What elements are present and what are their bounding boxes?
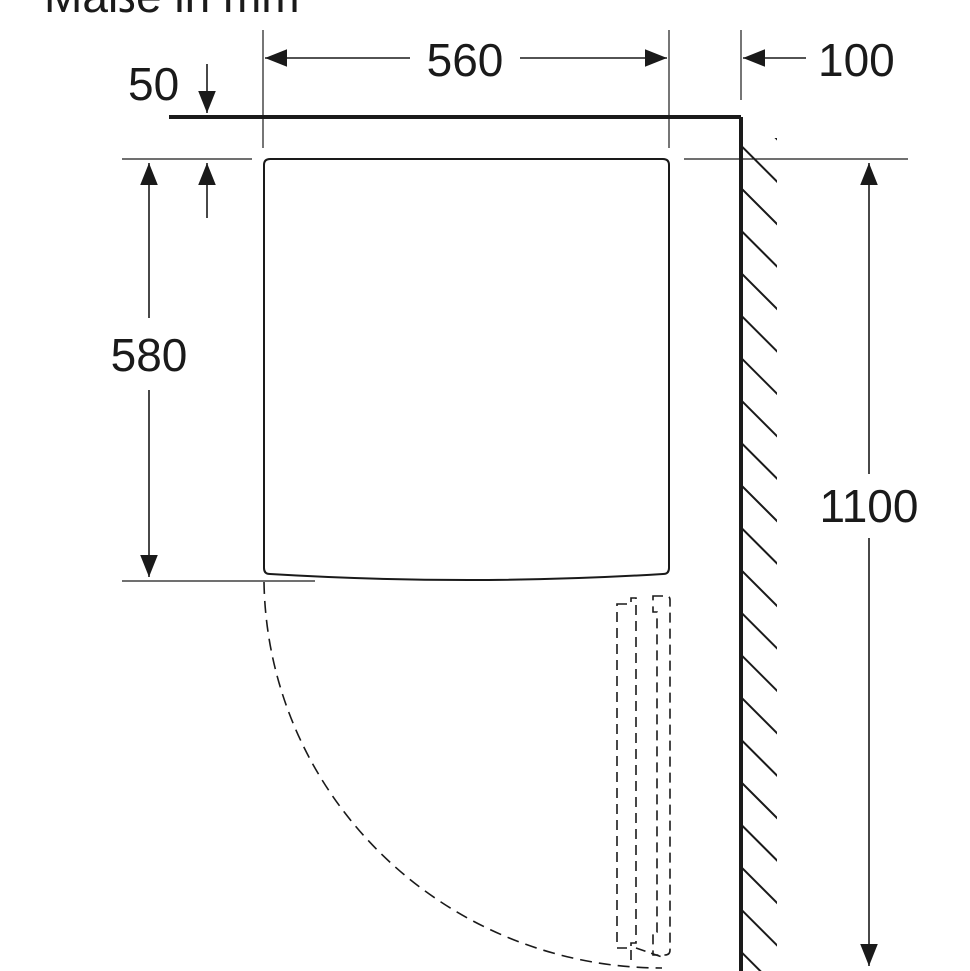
door-swing-arc [263, 581, 663, 969]
wall [739, 117, 777, 971]
diagram-title: Maße in mm [44, 0, 300, 22]
dimension-depth: 580 [111, 163, 188, 577]
dimension-top-gap-label: 50 [128, 58, 179, 110]
dimension-door-clearance-label: 1100 [820, 480, 919, 532]
extension-lines [122, 30, 908, 582]
open-door-outline [616, 595, 671, 964]
dimension-door-clearance: 1100 [820, 163, 919, 966]
appliance-outline [263, 158, 670, 581]
dimension-width: 560 [265, 34, 667, 86]
dimension-width-label: 560 [427, 34, 504, 86]
wall-hatching [741, 138, 777, 971]
dimension-top-gap: 50 [128, 58, 216, 218]
dimension-side-gap: 100 [743, 34, 895, 86]
dimension-side-gap-label: 100 [818, 34, 895, 86]
dimension-depth-label: 580 [111, 329, 188, 381]
